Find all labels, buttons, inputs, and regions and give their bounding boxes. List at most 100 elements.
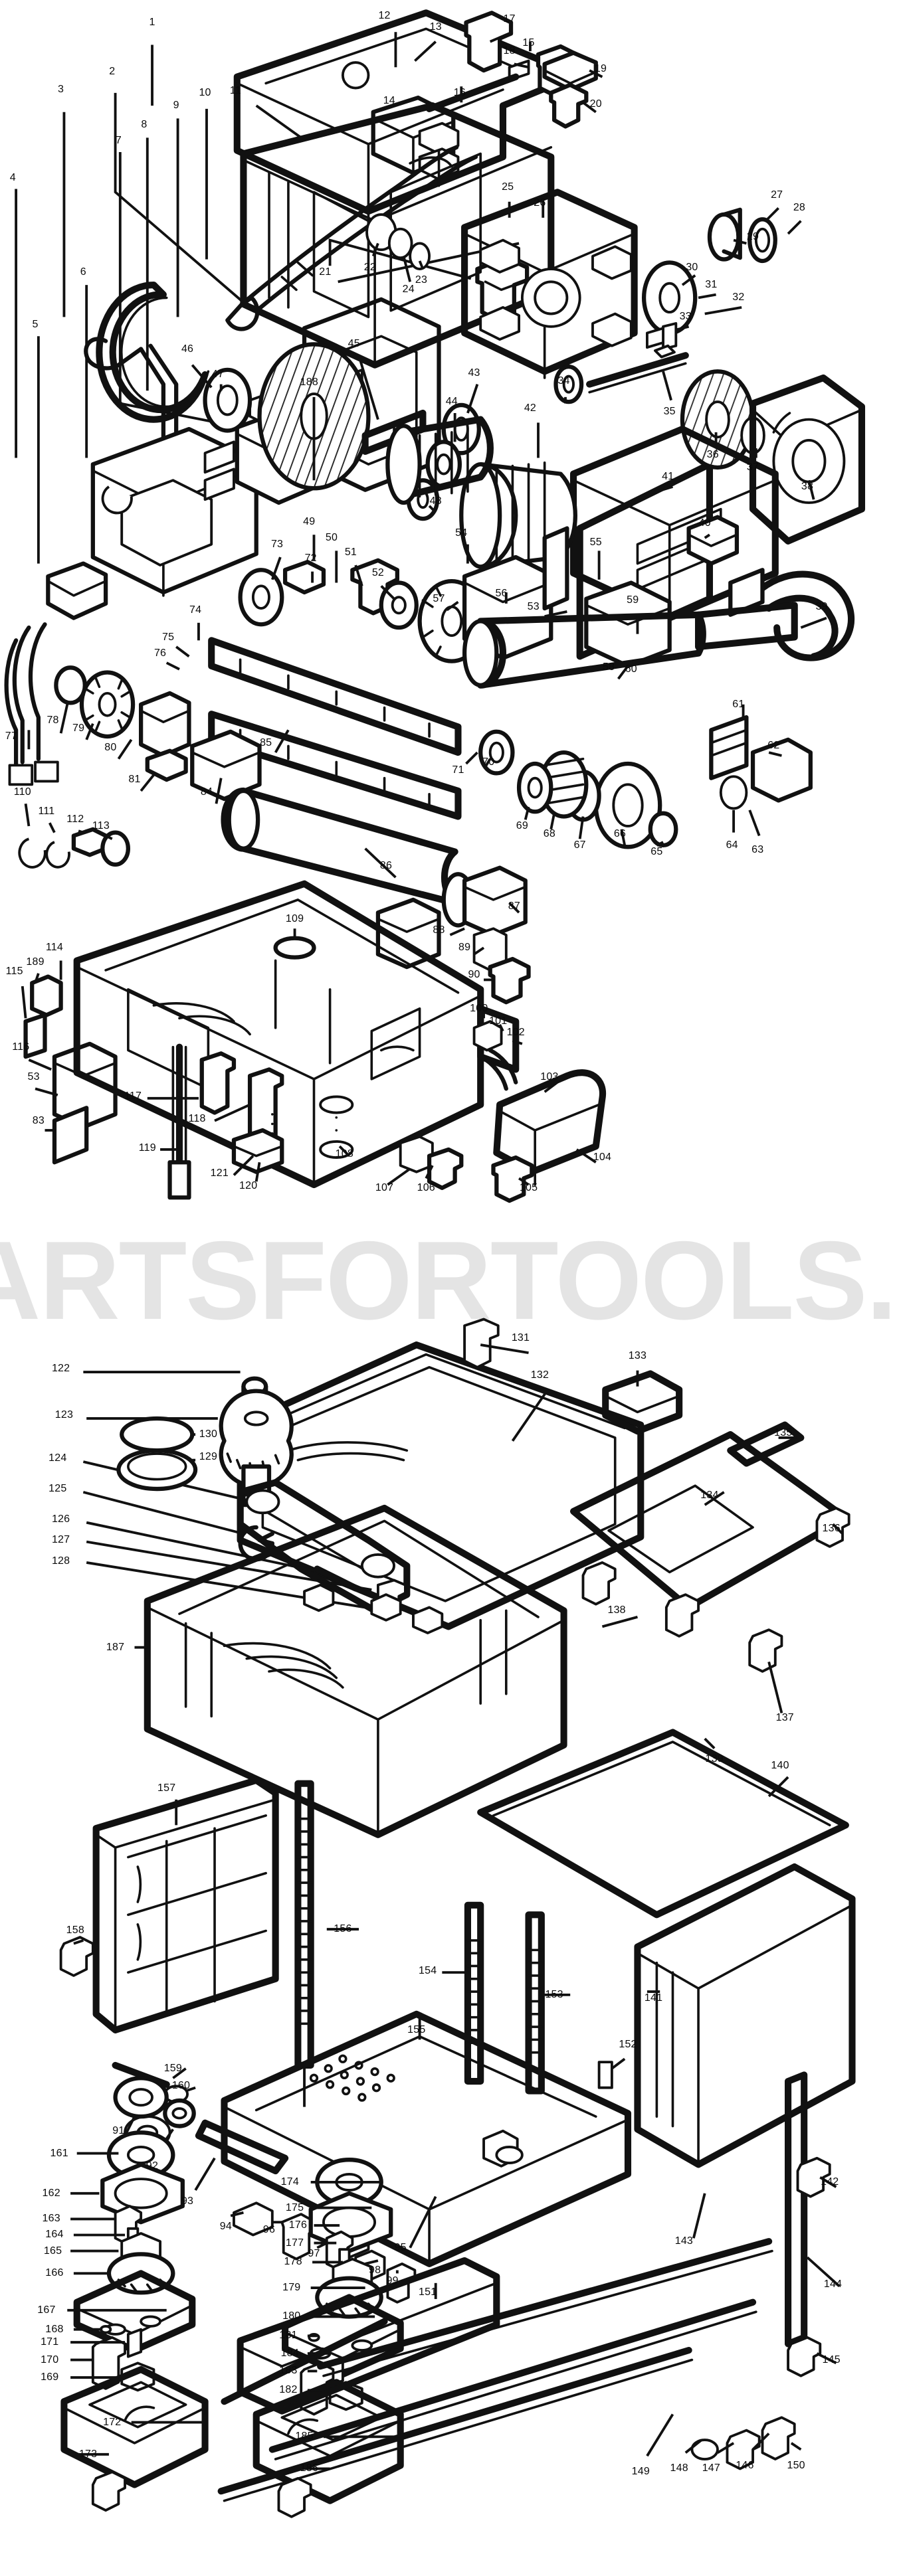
callout-number: 9 [173, 100, 179, 112]
callout-number: 77 [5, 730, 17, 742]
callout-number: 44 [445, 396, 458, 408]
callout-number: 43 [468, 367, 480, 379]
callout-number: 151 [419, 2286, 437, 2298]
callout-number: 32 [732, 292, 745, 303]
callout-number: 186 [300, 2462, 318, 2474]
callout-number: 138 [607, 1604, 626, 1616]
callout-number: 116 [12, 1041, 30, 1053]
callout-number: 187 [106, 1641, 125, 1653]
callout-number: 89 [458, 942, 471, 954]
callout-number: 10 [199, 86, 211, 98]
callout-number: 144 [823, 2278, 843, 2290]
callout-number: 143 [674, 2235, 694, 2247]
callout-number: 23 [415, 274, 428, 286]
callout-number: 159 [163, 2062, 182, 2074]
callout-number: 90 [468, 969, 480, 981]
callout-number: 71 [452, 764, 464, 776]
callout-number: 25 [502, 181, 514, 193]
callout-number: 117 [124, 1090, 142, 1102]
callout-number: 60 [625, 663, 637, 675]
callout-number: 141 [644, 1992, 663, 2004]
callout-number: 68 [543, 828, 555, 840]
callout-number: 70 [482, 756, 495, 768]
callout-number: 106 [417, 1181, 435, 1193]
callout-number: 146 [736, 2459, 754, 2471]
callout-number: 14 [383, 94, 395, 106]
callout-number: 130 [199, 1428, 218, 1440]
callout-number: 135 [774, 1426, 793, 1438]
callout-number: 41 [662, 471, 674, 483]
callout-number: 19 [594, 62, 607, 74]
callout-number: 103 [540, 1071, 559, 1083]
callout-number: 59 [627, 594, 639, 606]
callout-number: 134 [700, 1489, 719, 1501]
callout-number: 147 [702, 2462, 720, 2474]
callout-number: 153 [545, 1988, 563, 2000]
callout-number: 53 [527, 600, 540, 612]
callout-number: 15 [522, 37, 535, 49]
callout-number: 29 [746, 230, 759, 242]
callout-number: 114 [45, 942, 64, 954]
callout-number: 162 [42, 2187, 60, 2199]
callout-number: 184 [280, 2347, 299, 2359]
callout-number: 75 [162, 631, 175, 643]
callout-number: 46 [181, 343, 194, 355]
callout-number: 152 [619, 2038, 637, 2050]
callout-number: 180 [282, 2310, 301, 2322]
callout-number: 91 [112, 2124, 125, 2136]
callout-number: 142 [821, 2176, 839, 2188]
callout-number: 81 [128, 774, 141, 786]
callout-number: 131 [511, 1332, 530, 1344]
callout-number: 149 [631, 2466, 650, 2478]
callout-number: 2 [109, 66, 116, 78]
callout-number: 38 [801, 480, 814, 492]
callout-number: 92 [146, 2160, 159, 2172]
callout-number: 119 [138, 1142, 156, 1154]
callout-number: 26 [534, 197, 546, 209]
callout-number: 158 [66, 1925, 84, 1936]
callout-number: 54 [455, 527, 468, 539]
callout-number: 155 [407, 2023, 426, 2035]
callout-number: 48 [429, 495, 442, 507]
callout-number: 42 [524, 402, 537, 414]
callout-number: 24 [402, 284, 415, 296]
callout-number: 28 [793, 202, 806, 214]
callout-number: 65 [650, 845, 663, 857]
callout-number: 86 [379, 860, 393, 872]
callout-number: 37 [746, 461, 759, 473]
callout-number: 102 [506, 1026, 525, 1038]
callout-number: 12 [378, 10, 391, 22]
callout-number: 21 [319, 266, 332, 278]
callout-number: 49 [303, 515, 316, 527]
callout-number: 51 [344, 546, 357, 558]
callout-number: 18 [503, 45, 516, 57]
callout-number: 80 [104, 741, 117, 753]
callout-number: 133 [628, 1349, 647, 1361]
callout-number: 99 [386, 2275, 399, 2287]
callout-number: 163 [42, 2213, 60, 2225]
callout-number: 20 [589, 98, 602, 110]
callout-number: 53 [27, 1071, 40, 1083]
callout-number: 40 [698, 517, 711, 529]
callout-number: 109 [285, 912, 304, 924]
callout-number: 160 [171, 2080, 191, 2092]
callout-number: 6 [80, 266, 86, 278]
callout-number: 55 [589, 537, 602, 549]
callout-number: 50 [325, 532, 338, 544]
callout-number: 139 [705, 1753, 724, 1765]
callout-number: 154 [419, 1964, 437, 1976]
callout-number: 58 [602, 661, 615, 673]
callout-number: 3 [58, 84, 64, 95]
callout-number: 35 [663, 405, 676, 417]
callout-number: 27 [771, 189, 783, 201]
callout-number: 69 [516, 819, 528, 831]
callout-number: 66 [613, 828, 627, 840]
callout-number: 16 [453, 86, 466, 98]
callout-number: 171 [41, 2336, 59, 2348]
callout-number: 128 [51, 1555, 70, 1567]
callout-number: 31 [705, 279, 718, 291]
callout-number: 167 [37, 2304, 56, 2316]
callout-number: 174 [280, 2176, 299, 2188]
callout-number: 67 [573, 839, 586, 851]
